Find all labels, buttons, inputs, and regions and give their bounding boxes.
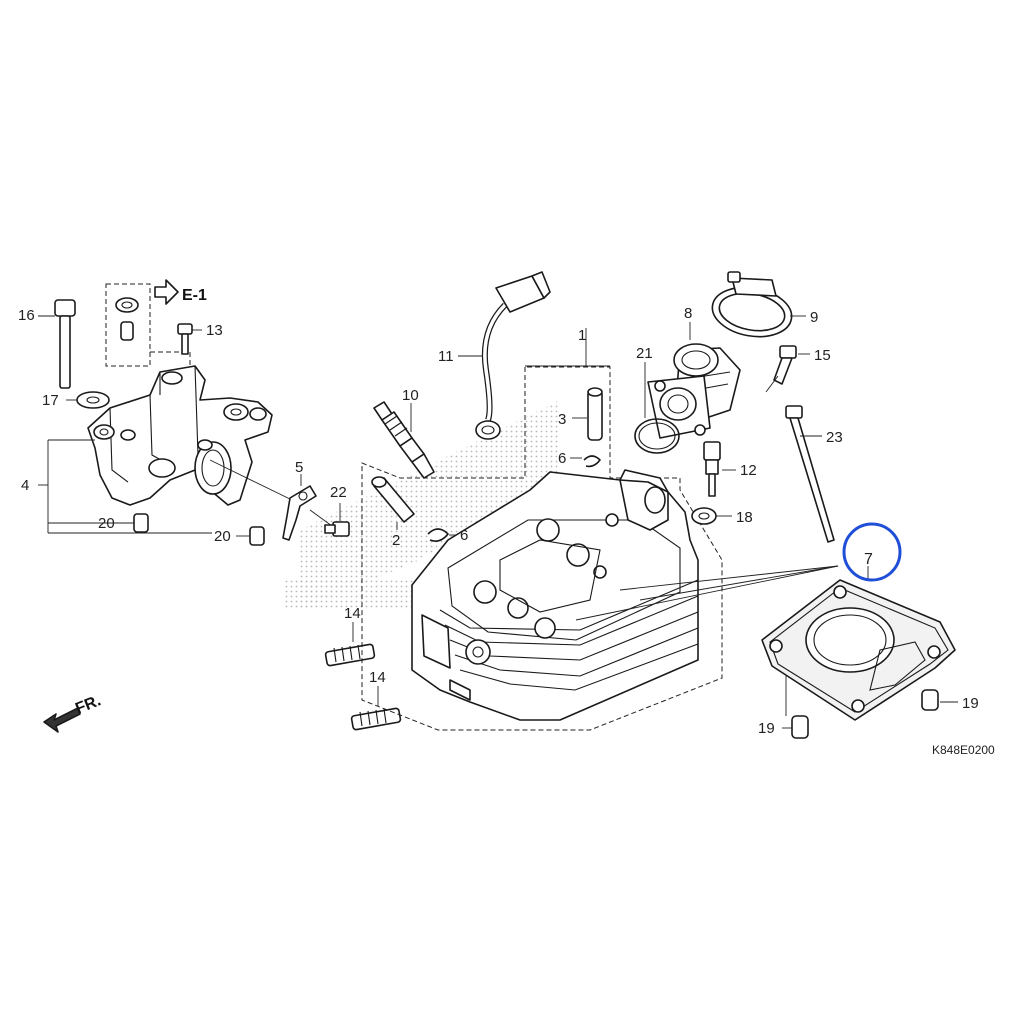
callout-labels: 1 2 3 4 5 6 6 7 8 9 10 11 12 13 14 14 15… <box>18 305 979 737</box>
section-ref-label: E-1 <box>182 287 207 304</box>
callout-22: 22 <box>330 484 347 501</box>
callout-14-upper: 14 <box>344 605 361 622</box>
callout-2: 2 <box>392 532 400 549</box>
front-label: FR. <box>73 692 103 717</box>
callout-23: 23 <box>826 429 843 446</box>
callout-3: 3 <box>558 411 566 428</box>
section-ref-arrow-icon <box>154 279 179 305</box>
callout-14-lower: 14 <box>369 669 386 686</box>
ignition-coil-wire-11 <box>458 271 551 440</box>
callout-12: 12 <box>740 462 757 479</box>
callout-18: 18 <box>736 509 753 526</box>
dowel-pin-icon <box>120 321 134 341</box>
stud-bolt-14a <box>324 622 376 667</box>
clip-6b <box>583 455 601 468</box>
callout-21: 21 <box>636 345 653 362</box>
clip-6a <box>427 528 449 542</box>
cylinder-head-gasket-7 <box>575 565 958 739</box>
callout-5: 5 <box>295 459 303 476</box>
hose-clamp-9 <box>711 271 806 338</box>
stud-bolt-14b <box>350 686 402 731</box>
callout-10: 10 <box>402 387 419 404</box>
callout-7: 7 <box>864 551 873 568</box>
dowel-20a <box>133 513 149 533</box>
bolt-13 <box>177 323 202 355</box>
oil-seal-icon <box>115 297 139 313</box>
cylinder-head-assembly <box>361 271 723 731</box>
highlight-circle <box>842 522 902 582</box>
callout-6-lower: 6 <box>460 527 468 544</box>
callout-20-right: 20 <box>214 528 231 545</box>
long-bolt-16 <box>38 299 76 389</box>
small-parts-middle: FR. <box>43 401 458 733</box>
washer-17 <box>66 391 110 409</box>
callout-11: 11 <box>438 348 454 365</box>
callout-4: 4 <box>21 477 29 494</box>
callout-8: 8 <box>684 305 692 322</box>
bolt-22 <box>324 503 350 537</box>
washer-18 <box>691 507 732 525</box>
callout-16: 16 <box>18 307 35 324</box>
long-stud-23 <box>785 405 835 543</box>
spark-plug-10 <box>373 401 435 479</box>
dowel-19a <box>921 689 939 711</box>
diagram-ref-code: K848E0200 <box>932 743 995 757</box>
callout-13: 13 <box>206 322 223 339</box>
temp-sensor-12 <box>703 441 736 497</box>
dowel-19b <box>791 715 809 739</box>
callout-20-left: 20 <box>98 515 115 532</box>
callout-15: 15 <box>814 347 831 364</box>
bolt-15 <box>765 345 810 393</box>
rocker-arm-5 <box>282 485 317 541</box>
head-group-outline <box>361 366 723 731</box>
intake-parts <box>634 271 835 543</box>
dowel-20b <box>249 526 265 546</box>
camshaft-holder-assembly: E-1 <box>38 279 293 546</box>
valve-guide-2 <box>371 476 415 530</box>
callout-19-left: 19 <box>758 720 775 737</box>
o-ring-21 <box>634 418 680 454</box>
seal-reference-box <box>105 283 151 367</box>
valve-guide-3 <box>572 387 603 441</box>
front-direction-indicator: FR. <box>43 692 103 733</box>
callout-19-right: 19 <box>962 695 979 712</box>
callout-1: 1 <box>578 327 586 344</box>
front-arrow-icon <box>43 707 81 733</box>
stipple-shading <box>285 400 560 610</box>
callout-9: 9 <box>810 309 818 326</box>
callout-6-upper: 6 <box>558 450 566 467</box>
camshaft-holder-body <box>87 365 273 506</box>
callout-17: 17 <box>42 392 59 409</box>
